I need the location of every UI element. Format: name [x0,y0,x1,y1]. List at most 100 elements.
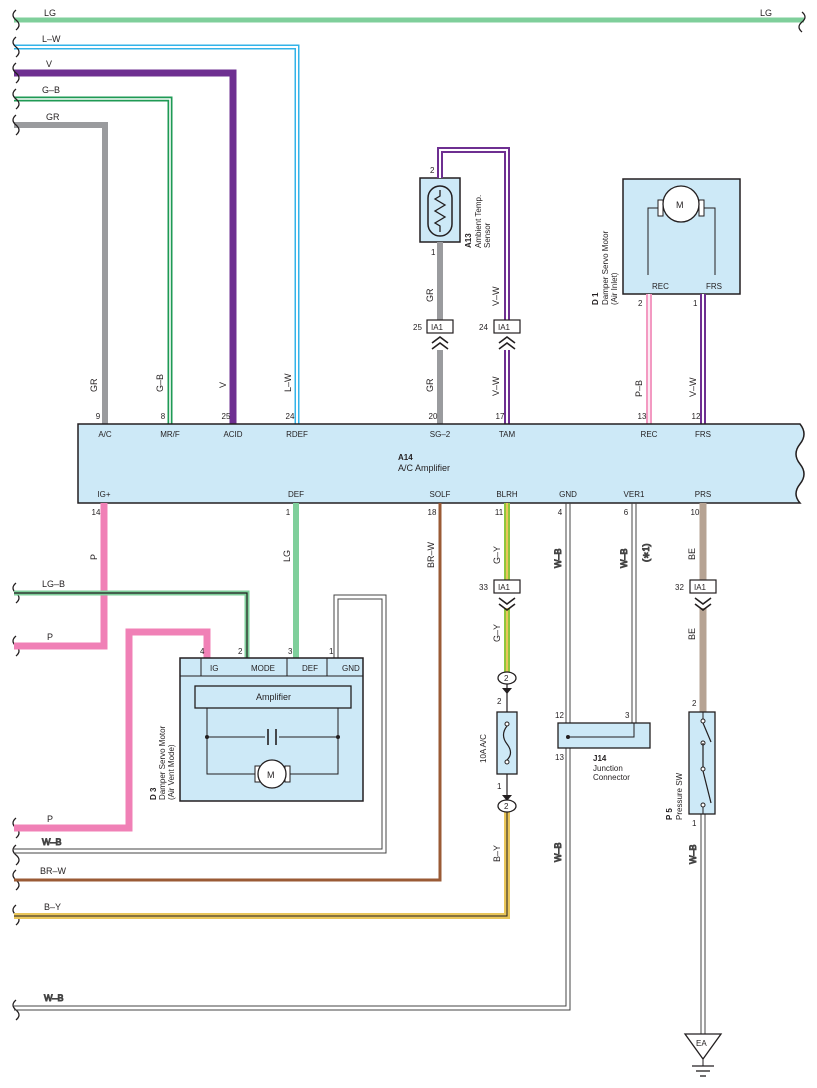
wire-label-p-b: P–B [634,380,644,397]
p5-pin-2: 2 [692,699,697,708]
wire-label-g-y: G–Y [492,546,502,564]
wire-br-w: BR–W BR–W [14,503,442,882]
d1-code: D 1 [591,292,600,305]
wire-d1-v-w: V–W [688,294,706,424]
d1-num-frs: 1 [693,299,698,308]
d1-num-rec: 2 [638,299,643,308]
amp-bottom-pin-num: 6 [624,508,629,517]
fuse-label: 10A A/C [479,734,488,763]
amp-bottom-pin-label: SOLF [430,490,451,499]
wire-label-b-y: B–Y [44,902,61,912]
damper-servo-motor-d3: IG MODE DEF GND 4 2 3 1 Amplifier M D 3 … [149,647,364,802]
wire-label-v-w-sensor: V–W [491,286,501,306]
wire-g-y: G–Y G–Y [492,503,510,672]
connector-pin-25: 25 [413,323,422,332]
wire-p: P P [14,503,108,650]
d3-num-4: 4 [200,647,205,656]
amp-top-pin-num: 13 [638,412,647,421]
wire-label-l-w: L–W [42,34,61,44]
d3-pin-ig: IG [210,664,218,673]
wire-label-p: P [47,632,53,642]
amp-bottom-pin-label: BLRH [496,490,518,499]
wire-label-br-w-vert: BR–W [426,541,436,568]
sensor-name-1: Ambient Temp. [474,195,483,248]
d3-num-2: 2 [238,647,243,656]
d1-pin-rec: REC [652,282,669,291]
amplifier-top-pins: 9A/C8MR/F25ACID24RDEF20SG–217TAM13REC12F… [96,412,711,439]
wire-label-b-y-vert: B–Y [492,845,502,862]
fuse-10a-ac: 2 2 1 2 10A A/C [479,671,518,813]
d1-pin-frs: FRS [706,282,722,291]
amp-top-pin-num: 8 [161,412,166,421]
j14-pin-12: 12 [555,711,564,720]
connector-name: IA1 [498,323,511,332]
connector-ia1-24: IA1 24 [479,319,521,350]
wire-w-b-d3: W–B [14,594,387,854]
wire-label-be-2: BE [687,628,697,640]
connector-name: IA1 [498,583,511,592]
pressure-switch-p5: 2 1 P 5 Pressure SW [665,699,716,828]
wire-sensor-gr: GR GR [425,242,443,424]
j14-code: J14 [593,754,607,763]
wire-label-g-y-2: G–Y [492,624,502,642]
wire-label-w-b: W–B [42,837,62,847]
wire-label-w-b-bottom: W–B [44,993,64,1003]
fuse-junction-bottom: 2 [504,802,509,811]
wire-lg-top: LG LG [14,8,804,23]
d3-name-2: (Air Vent Mode) [167,744,176,800]
junction-connector-j14: 12 13 3 J14 Junction Connector [555,711,651,782]
wire-label-w-b-p5: W–B [688,844,698,864]
d1-motor-m: M [676,200,684,210]
amp-top-pin-num: 20 [429,412,438,421]
wire-label-lg-left: LG [44,8,56,18]
amp-bottom-pin-label: GND [559,490,577,499]
connector-name: IA1 [431,323,444,332]
wire-b-y: B–Y B–Y [14,812,510,919]
amp-top-pin-label: REC [641,430,658,439]
amp-bottom-pin-num: 4 [558,508,563,517]
wire-l-w: L–W [14,34,300,424]
connector-ia1-25: IA1 25 [413,319,454,350]
wire-label-p-lower: P [47,814,53,824]
wire-label-gr-sensor: GR [425,288,435,302]
amp-bottom-pin-num: 1 [286,508,291,517]
wire-label-w-b-gnd: W–B [553,548,563,568]
amp-top-pin-label: ACID [223,430,242,439]
wire-label-v-vert: V [218,382,228,388]
wire-w-b-gnd: W–B W–B W–B [14,503,571,1011]
d3-amplifier-label: Amplifier [256,692,291,702]
sensor-code: A13 [464,233,473,248]
connector-pin-32: 32 [675,583,684,592]
fuse-pin-1: 1 [497,782,502,791]
wire-be: BE BE [687,503,707,712]
amp-top-pin-label: TAM [499,430,516,439]
ground-ea: EA [683,1033,723,1077]
sensor-pin-1: 1 [431,248,436,257]
amp-top-pin-num: 9 [96,412,101,421]
connector-name: IA1 [694,583,707,592]
fuse-junction-top: 2 [504,674,509,683]
amp-top-pin-label: MR/F [160,430,180,439]
wire-sensor-v-w: V–W V–W [437,147,510,424]
wire-label-v-w-d1: V–W [688,377,698,397]
p5-pin-1: 1 [692,819,697,828]
wire-label-w-b-ver1: W–B [619,548,629,568]
amp-top-pin-label: A/C [98,430,112,439]
wire-lg-b: LG–B [14,579,250,658]
amp-bottom-pin-num: 14 [92,508,101,517]
wire-label-lg-def: LG [282,550,292,562]
j14-name-1: Junction [593,764,623,773]
wire-w-b-ver1: W–B (∗1) [619,503,652,723]
wire-label-br-w: BR–W [40,866,67,876]
d1-name-2: (Air Inlet) [610,272,619,305]
wire-p-lower: P [14,628,211,832]
d3-pin-mode: MODE [251,664,275,673]
fuse-pin-2: 2 [497,697,502,706]
d3-num-3: 3 [288,647,293,656]
amp-top-pin-num: 17 [496,412,505,421]
amp-top-pin-label: FRS [695,430,711,439]
d3-motor-m: M [267,770,275,780]
amp-bottom-pin-label: IG+ [97,490,110,499]
